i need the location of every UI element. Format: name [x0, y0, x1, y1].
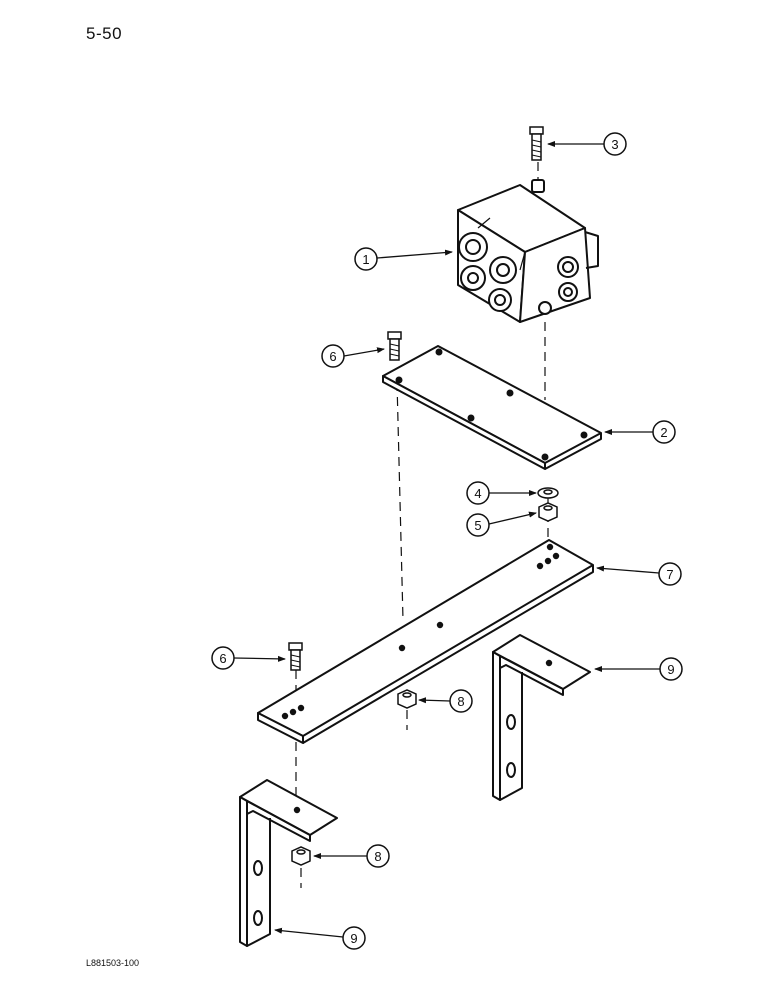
callout-3: 3	[603, 132, 627, 156]
nut-part-8-upper	[397, 689, 417, 709]
callout-6-upper: 6	[321, 344, 345, 368]
figure-code: L881503-100	[86, 958, 140, 968]
callout-8-lower: 8	[366, 844, 390, 868]
svg-text:5: 5	[474, 518, 481, 533]
nut-part-5	[538, 502, 558, 522]
svg-text:9: 9	[350, 931, 357, 946]
callout-bubbles: 3 1 6 2 4 5 7 6	[211, 132, 683, 950]
valve-block-part-1	[457, 179, 599, 323]
callout-8-upper: 8	[449, 689, 473, 713]
callout-2: 2	[652, 420, 676, 444]
svg-text:1: 1	[362, 252, 369, 267]
callout-5: 5	[466, 513, 490, 537]
callout-6-lower: 6	[211, 646, 235, 670]
callout-leaders	[233, 141, 660, 938]
mounting-plate-part-2	[382, 345, 602, 470]
washer-part-4	[537, 487, 559, 499]
callout-1: 1	[354, 247, 378, 271]
svg-text:8: 8	[374, 849, 381, 864]
svg-text:6: 6	[329, 349, 336, 364]
callout-9-right: 9	[659, 657, 683, 681]
svg-text:4: 4	[474, 486, 481, 501]
page-number: 5-50	[86, 24, 123, 43]
callout-9-left: 9	[342, 926, 366, 950]
svg-text:7: 7	[666, 567, 673, 582]
svg-text:2: 2	[660, 425, 667, 440]
bolt-part-6-lower	[288, 642, 303, 671]
long-bar-part-7	[257, 539, 594, 744]
bolt-part-6-upper	[387, 331, 402, 361]
svg-text:6: 6	[219, 651, 226, 666]
nut-part-8-lower	[291, 846, 311, 866]
svg-text:3: 3	[611, 137, 618, 152]
svg-text:8: 8	[457, 694, 464, 709]
angle-bracket-part-9-left	[239, 779, 338, 947]
callout-4: 4	[466, 481, 490, 505]
bolt-part-3	[529, 126, 544, 161]
callout-7: 7	[658, 562, 682, 586]
angle-bracket-part-9-right	[492, 634, 591, 801]
svg-text:9: 9	[667, 662, 674, 677]
